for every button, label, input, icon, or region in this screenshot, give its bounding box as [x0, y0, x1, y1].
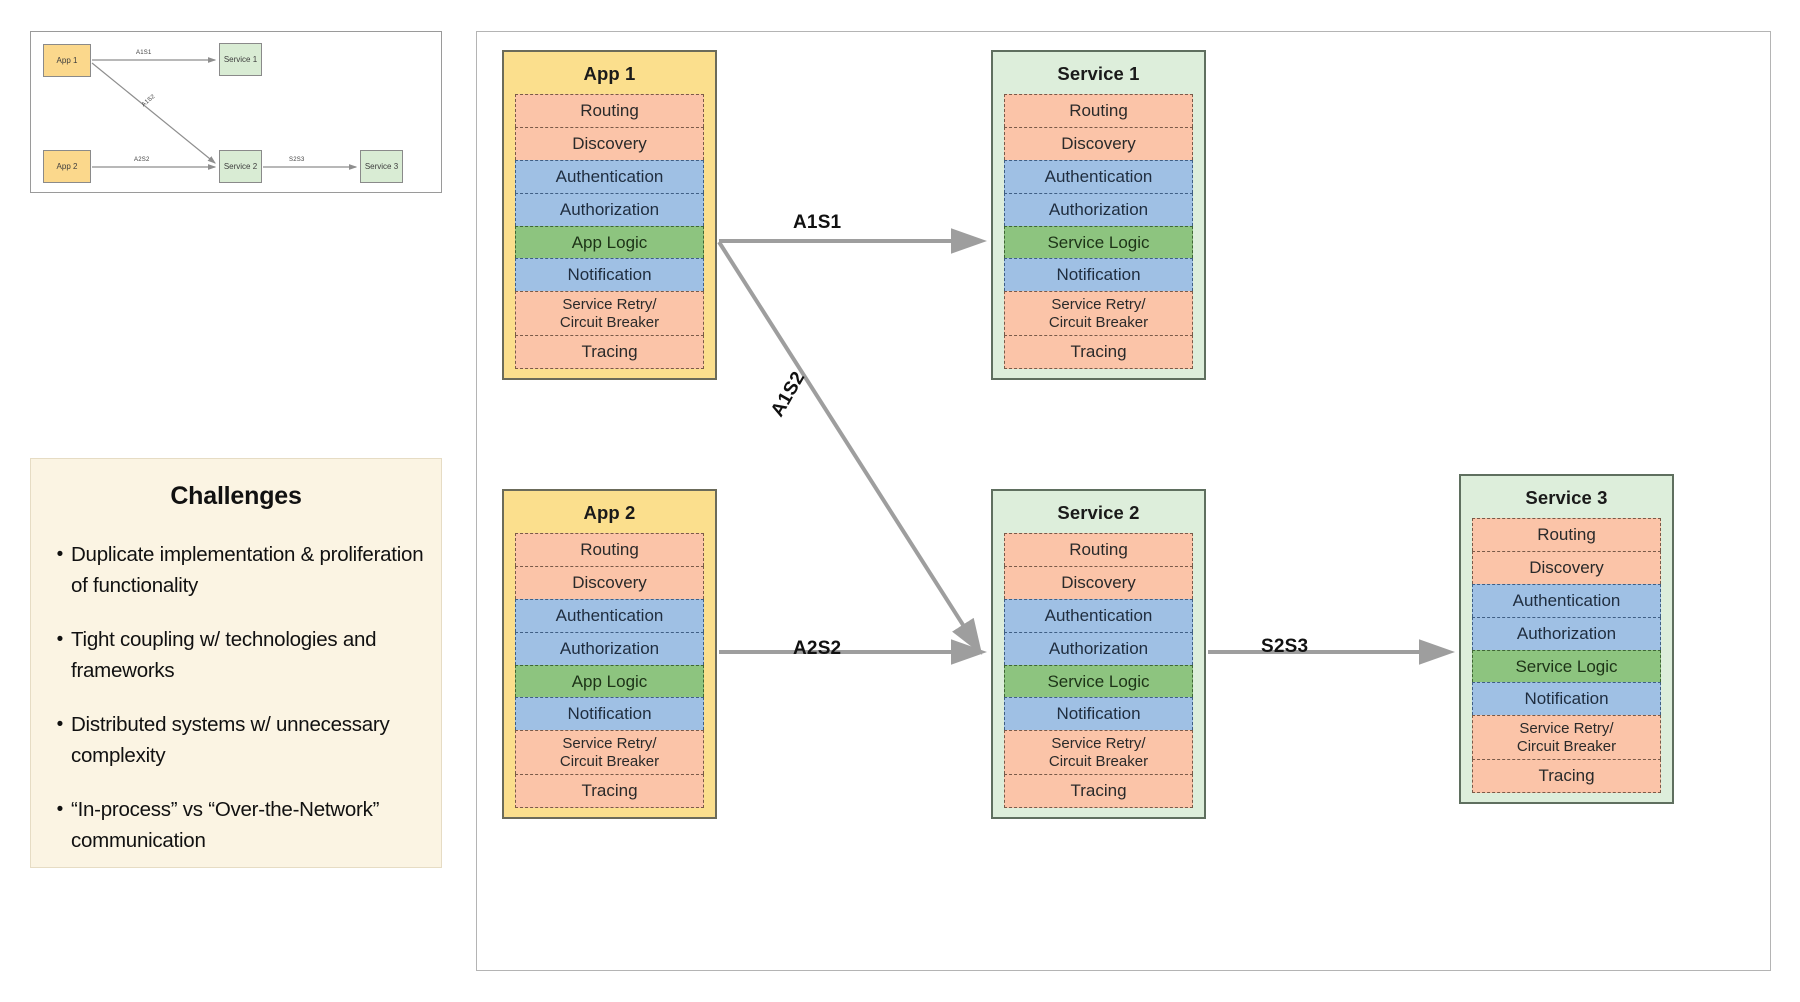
layer-band: App Logic	[515, 664, 704, 698]
layer-band: Discovery	[515, 126, 704, 160]
thumbnail-node-label: App 1	[56, 56, 78, 65]
challenge-text: Distributed systems w/ unnecessary compl…	[71, 713, 390, 767]
layer-band: Authorization	[1472, 616, 1661, 650]
list-item: • Tight coupling w/ technologies and fra…	[49, 624, 427, 686]
thumbnail-node-service1: Service 1	[219, 43, 262, 76]
edge-label-a2s2: A2S2	[793, 638, 842, 659]
challenge-text: Tight coupling w/ technologies and frame…	[71, 628, 377, 682]
layer-band: Discovery	[1004, 565, 1193, 599]
challenge-text: “In-process” vs “Over-the-Network” commu…	[71, 798, 380, 852]
layer-band: Authentication	[1004, 159, 1193, 193]
component-title: App 1	[583, 63, 636, 84]
layer-band: Routing	[1472, 518, 1661, 551]
layer-band: Authentication	[515, 598, 704, 632]
layer-band: Tracing	[515, 774, 704, 809]
challenges-panel: Challenges • Duplicate implementation & …	[30, 458, 442, 868]
layer-band: Service Retry/ Circuit Breaker	[515, 291, 704, 336]
layer-band: Notification	[1004, 697, 1193, 731]
layer-band: Authorization	[515, 631, 704, 665]
layer-band: Tracing	[1004, 774, 1193, 809]
thumbnail-node-service2: Service 2	[219, 150, 262, 183]
thumbnail-connectors	[91, 57, 358, 170]
layer-band: Service Logic	[1004, 664, 1193, 698]
layer-band: Authentication	[1472, 583, 1661, 617]
layer-band: App Logic	[515, 225, 704, 259]
layer-band: Notification	[1004, 258, 1193, 292]
layer-band: Discovery	[1004, 126, 1193, 160]
thumbnail-node-label: Service 1	[223, 55, 258, 64]
thumbnail-node-label: Service 3	[364, 162, 399, 171]
layer-band: Authorization	[1004, 631, 1193, 665]
bullet-icon: •	[56, 629, 64, 650]
bullet-icon: •	[56, 544, 64, 565]
thumbnail-node-app2: App 2	[43, 150, 91, 183]
component-title: Service 2	[1057, 502, 1140, 523]
bullet-icon: •	[56, 714, 64, 735]
layer-band: Authentication	[515, 159, 704, 193]
layer-band: Notification	[1472, 682, 1661, 716]
component-title: Service 3	[1525, 487, 1608, 508]
layer-band: Routing	[515, 94, 704, 127]
list-item: • Duplicate implementation & proliferati…	[49, 539, 427, 601]
edge-label-a1s1: A1S1	[793, 212, 842, 233]
layer-band: Service Retry/ Circuit Breaker	[515, 730, 704, 775]
layer-band: Authorization	[1004, 192, 1193, 226]
layer-band: Notification	[515, 258, 704, 292]
list-item: • “In-process” vs “Over-the-Network” com…	[49, 794, 427, 856]
overview-thumbnail: App 1 App 2 Service 1 Service 2 Service …	[30, 31, 442, 193]
layer-band: Discovery	[1472, 550, 1661, 584]
thumbnail-node-app1: App 1	[43, 44, 91, 77]
layer-band: Routing	[1004, 533, 1193, 566]
layer-band: Authentication	[1004, 598, 1193, 632]
layer-band: Tracing	[515, 335, 704, 370]
edge-label-a1s2: A1S2	[767, 368, 810, 421]
edge-label-s2s3: S2S3	[1261, 636, 1309, 657]
thumbnail-edge-label-a2s2: A2S2	[134, 157, 150, 163]
layer-band: Service Retry/ Circuit Breaker	[1004, 730, 1193, 775]
thumbnail-edge-label-s2s3: S2S3	[289, 157, 305, 163]
thumbnail-node-label: App 2	[56, 162, 78, 171]
thumbnail-node-label: Service 2	[223, 162, 258, 171]
bullet-icon: •	[56, 799, 64, 820]
component-title: Service 1	[1057, 63, 1140, 84]
layer-band: Routing	[515, 533, 704, 566]
layer-band: Service Logic	[1472, 649, 1661, 683]
layer-band: Tracing	[1472, 759, 1661, 794]
layer-band: Service Logic	[1004, 225, 1193, 259]
layer-band: Service Retry/ Circuit Breaker	[1472, 715, 1661, 760]
layer-band: Discovery	[515, 565, 704, 599]
layer-band: Authorization	[515, 192, 704, 226]
challenge-text: Duplicate implementation & proliferation…	[71, 543, 424, 597]
challenges-list: • Duplicate implementation & proliferati…	[31, 539, 441, 856]
challenges-title: Challenges	[170, 482, 302, 510]
layer-band: Routing	[1004, 94, 1193, 127]
thumbnail-node-service3: Service 3	[360, 150, 403, 183]
list-item: • Distributed systems w/ unnecessary com…	[49, 709, 427, 771]
layer-band: Tracing	[1004, 335, 1193, 370]
layer-band: Notification	[515, 697, 704, 731]
thumbnail-edge-label-a1s1: A1S1	[136, 50, 152, 56]
component-title: App 2	[583, 502, 636, 523]
layer-band: Service Retry/ Circuit Breaker	[1004, 291, 1193, 336]
